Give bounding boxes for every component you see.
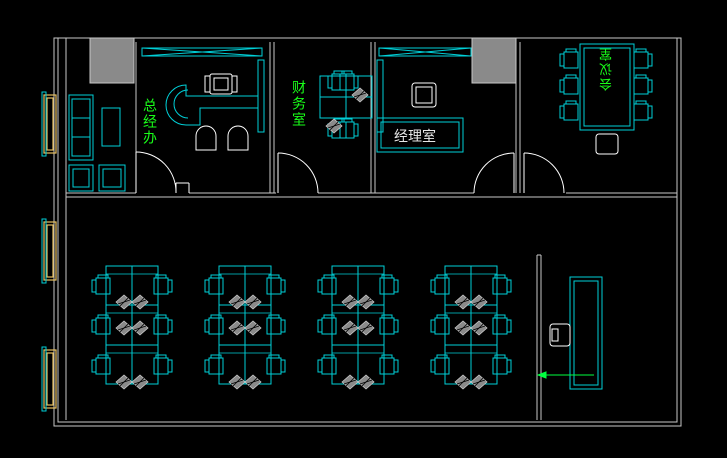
gm-door: [135, 151, 190, 194]
marker-arrow: [536, 371, 594, 379]
workstation-cluster-3: [318, 266, 398, 389]
open-office-manager-desk: [569, 276, 603, 390]
workstation-cluster-4: [431, 266, 511, 389]
open-office-manager-chair: [549, 323, 571, 347]
meeting-door: [523, 152, 565, 194]
gm-desk: [141, 47, 265, 133]
room-label-meeting-room: 会议室: [600, 46, 615, 91]
gm-sofa-set: [68, 94, 126, 192]
pillars: [89, 37, 517, 84]
windows: [43, 94, 57, 409]
room-label-manager-office: 经理室: [394, 129, 436, 145]
workstation-cluster-2: [205, 266, 285, 389]
outer-walls: [53, 37, 682, 427]
manager-furniture: [376, 47, 472, 153]
manager-chair: [411, 82, 437, 108]
manager-door: [473, 152, 515, 194]
meeting-head-chair: [595, 133, 619, 155]
finance-desks: [319, 70, 373, 139]
workstation-cluster-1: [92, 266, 172, 389]
gm-chair: [195, 73, 249, 151]
meeting-table: [559, 43, 653, 131]
room-label-finance: 财务室: [290, 80, 306, 128]
room-label-gm-office: 总经办: [141, 98, 157, 146]
finance-door: [277, 152, 319, 194]
